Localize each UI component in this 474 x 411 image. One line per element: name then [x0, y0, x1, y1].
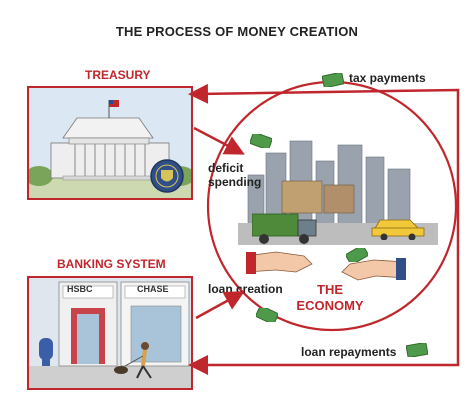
- deficit-spending-label-1: deficit: [208, 161, 244, 175]
- dollar-bill-icon: [256, 308, 278, 322]
- dollar-bill-icon: [322, 73, 344, 87]
- capitol-building-icon: [29, 88, 191, 198]
- dollar-bill-icon: [406, 343, 428, 357]
- page-title: THE PROCESS OF MONEY CREATION: [115, 24, 359, 39]
- banking-panel: HSBC CHASE: [27, 276, 193, 390]
- taxi-icon: [371, 219, 425, 240]
- truck-icon: [252, 213, 317, 244]
- treasury-panel: [27, 86, 193, 200]
- dollar-bill-icon: [346, 248, 368, 262]
- deficit-spending-label-2: spending: [208, 175, 262, 189]
- dollar-bill-icon: [250, 134, 272, 148]
- economy-label-line1: THE: [317, 282, 343, 297]
- banking-label: BANKING SYSTEM: [57, 257, 166, 271]
- loan-repayments-label: loan repayments: [301, 345, 397, 359]
- economy-label-line2: ECONOMY: [296, 298, 364, 313]
- dog-walker-icon: [114, 342, 152, 379]
- treasury-seal-icon: [150, 159, 184, 193]
- treasury-label: TREASURY: [85, 68, 151, 82]
- handshake-icon: [246, 251, 406, 281]
- chase-sign: CHASE: [137, 284, 169, 294]
- tax-payments-label: tax payments: [349, 71, 426, 85]
- hsbc-sign: HSBC: [67, 284, 93, 294]
- bank-storefront-icon: [29, 278, 191, 388]
